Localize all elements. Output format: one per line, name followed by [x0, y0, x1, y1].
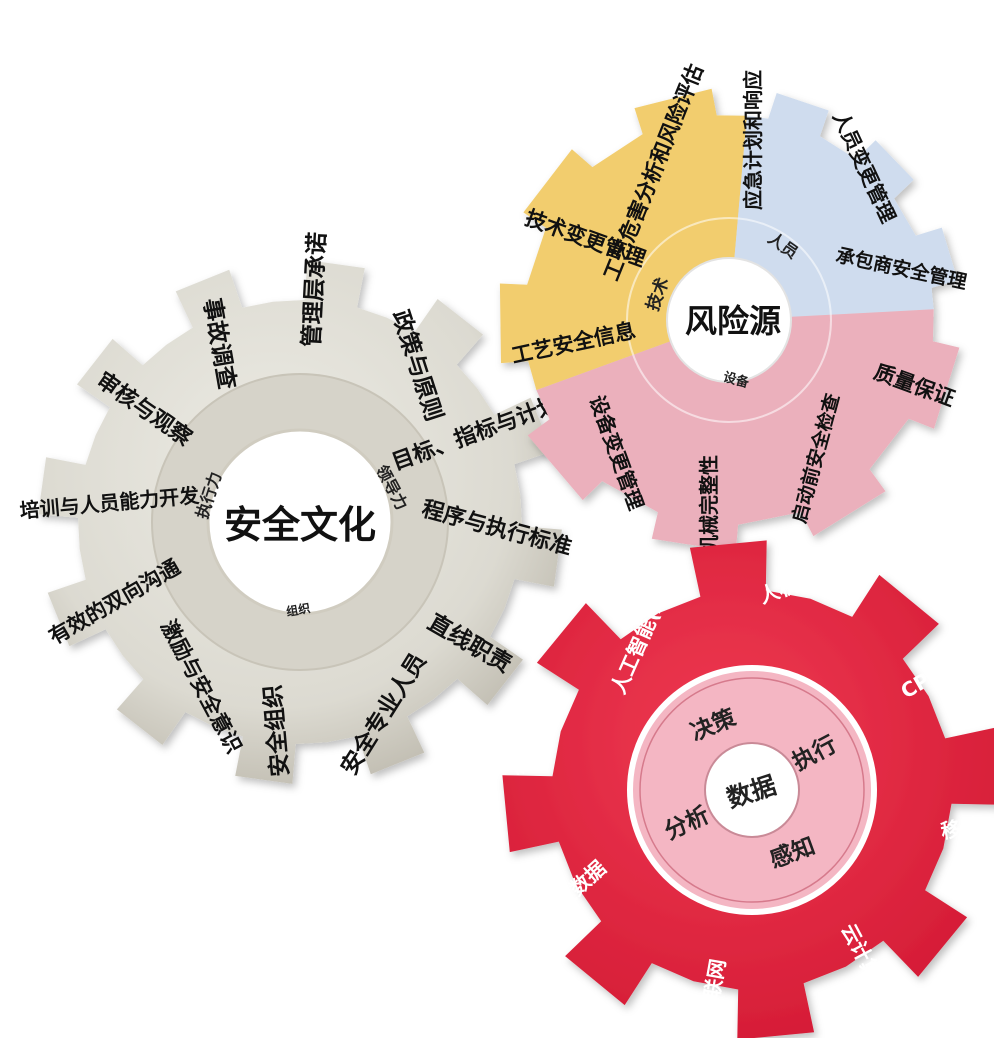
- risk-hub-label: 风险源: [685, 302, 781, 340]
- digital-gear: 数据 决策 执行 感知 分析 人机协同 CPS 移动 云计算 物联网 大数据 机…: [502, 540, 994, 1038]
- risk-item-mechanical: 机械完整性: [697, 455, 721, 555]
- culture-gear: 安全文化 执行力 领导力 组织 管理层承诺 政策与原则 目标、指标与计划 程序与…: [19, 231, 575, 783]
- culture-hub-label: 安全文化: [224, 503, 376, 547]
- risk-item-emergency: 应急计划和响应: [741, 70, 765, 210]
